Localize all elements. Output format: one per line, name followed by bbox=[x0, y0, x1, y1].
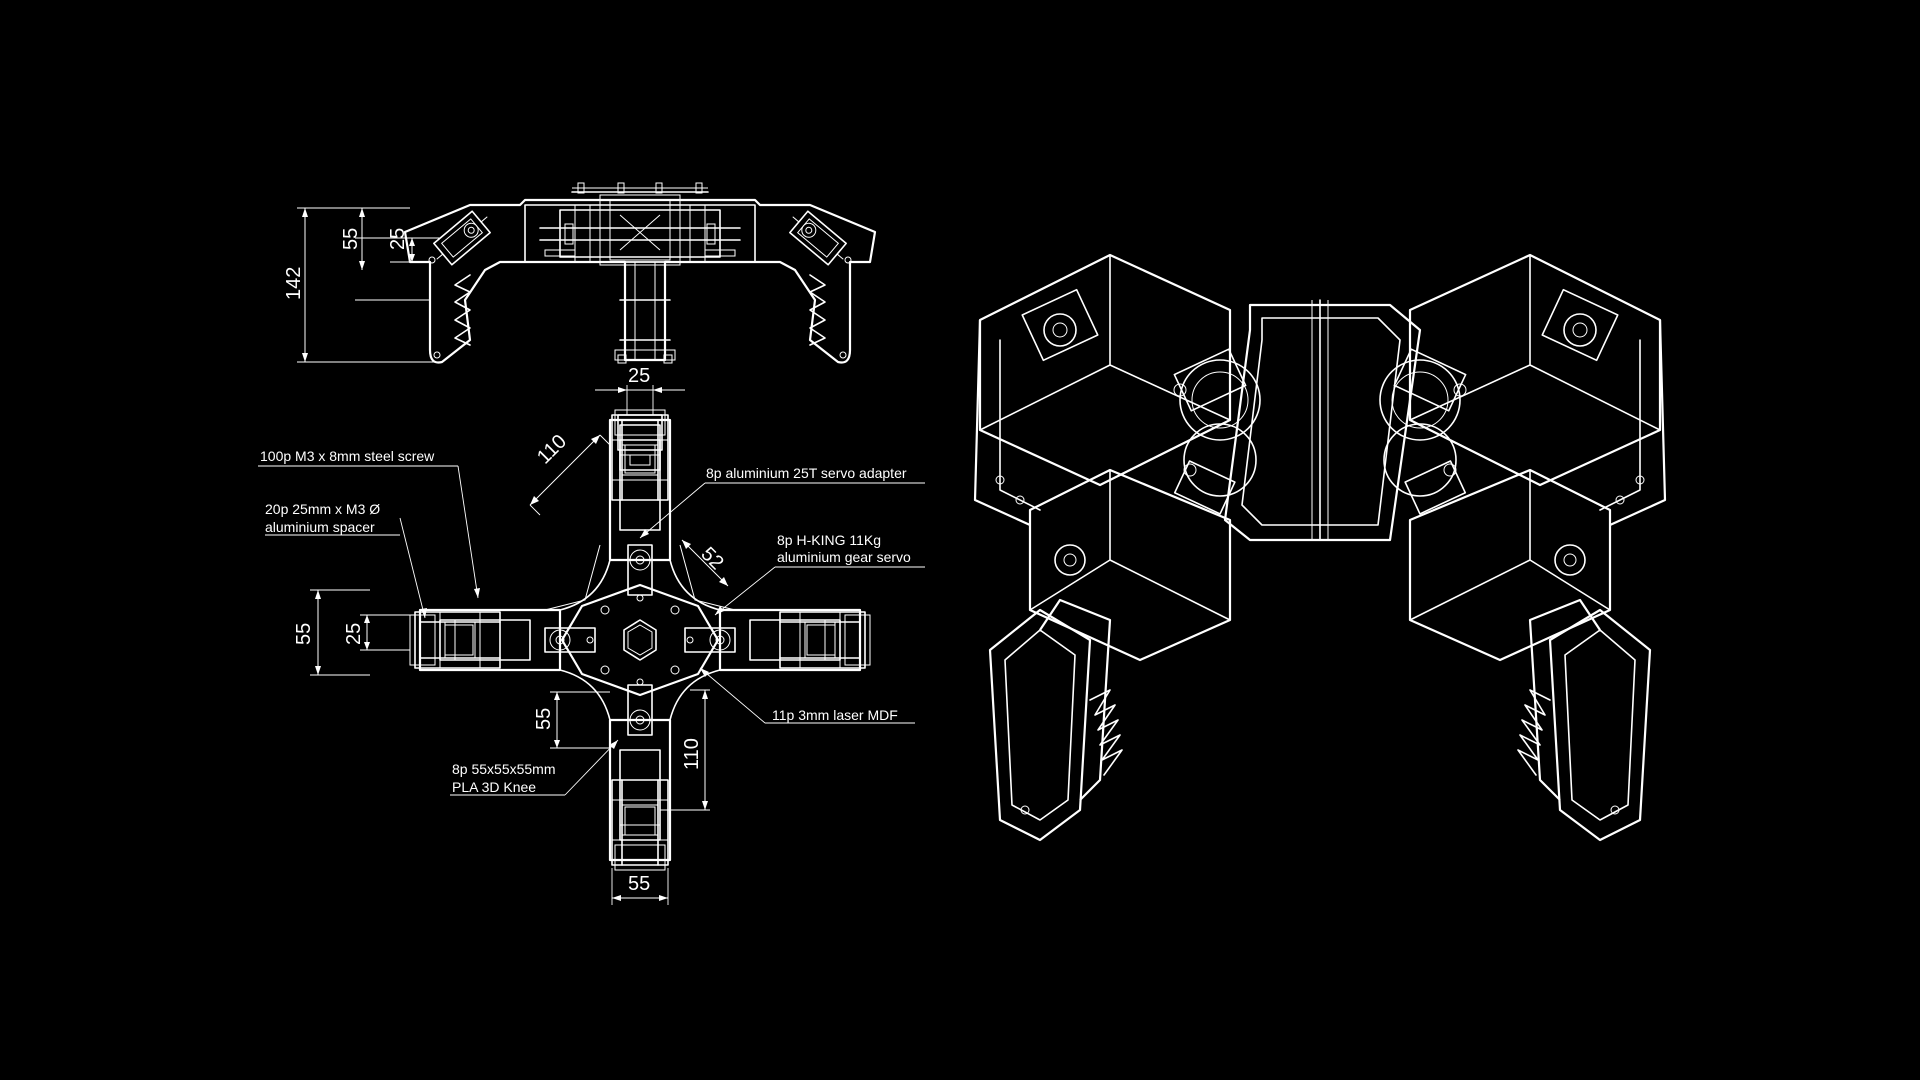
dim-spacer-height: 25 bbox=[387, 228, 409, 250]
dim-left-inner: 25 bbox=[343, 623, 365, 645]
top-view-drawing bbox=[409, 409, 871, 871]
callout-screw: 100p M3 x 8mm steel screw bbox=[260, 448, 435, 464]
callout-spacer-line2: aluminium spacer bbox=[265, 519, 375, 535]
top-view-dimensions bbox=[310, 385, 729, 905]
dim-bottom-width: 55 bbox=[628, 873, 650, 895]
dim-overall-height: 142 bbox=[283, 267, 305, 300]
callout-leaders bbox=[258, 465, 925, 796]
callout-knee-line2: PLA 3D Knee bbox=[452, 779, 536, 795]
isometric-view-drawing bbox=[973, 253, 1667, 842]
dim-left-outer: 55 bbox=[293, 623, 315, 645]
callout-servo-line1: 8p H-KING 11Kg bbox=[777, 532, 881, 548]
dim-servo-diagonal: 52 bbox=[696, 543, 727, 574]
callout-servo-line2: aluminium gear servo bbox=[777, 549, 911, 565]
dim-arm-diagonal: 110 bbox=[533, 430, 571, 468]
dim-bottom-arm: 110 bbox=[681, 738, 703, 770]
callout-adapter: 8p aluminium 25T servo adapter bbox=[706, 465, 907, 481]
front-view-dimensions bbox=[297, 207, 440, 363]
callout-spacer-line1: 20p 25mm x M3 Ø bbox=[265, 501, 380, 517]
front-view-drawing bbox=[403, 182, 877, 364]
dim-box-height: 55 bbox=[340, 228, 362, 250]
callout-knee-line1: 8p 55x55x55mm bbox=[452, 761, 556, 777]
dim-knee-height: 55 bbox=[533, 708, 555, 730]
callout-mdf: 11p 3mm laser MDF bbox=[772, 707, 898, 723]
dim-top-width: 25 bbox=[628, 365, 650, 387]
